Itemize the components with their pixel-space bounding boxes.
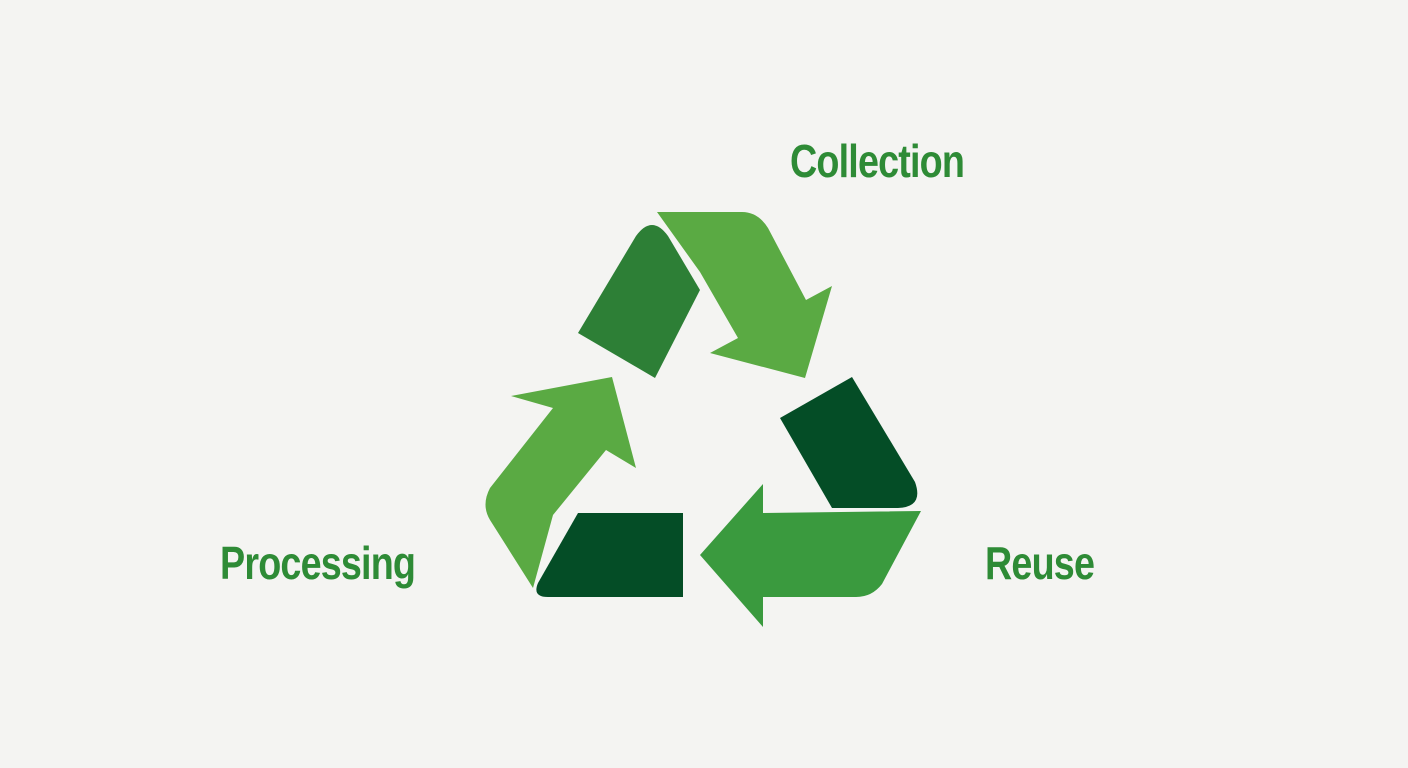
left-arrow-tail	[536, 513, 683, 597]
left-arrow-head	[485, 377, 636, 588]
top-arrow-tail	[578, 225, 700, 378]
right-arrow-tail	[780, 377, 918, 508]
label-processing: Processing	[220, 537, 416, 589]
right-arrow-head	[700, 484, 921, 627]
label-collection: Collection	[790, 135, 965, 187]
top-arrow-head	[657, 212, 832, 378]
label-reuse: Reuse	[985, 537, 1095, 589]
